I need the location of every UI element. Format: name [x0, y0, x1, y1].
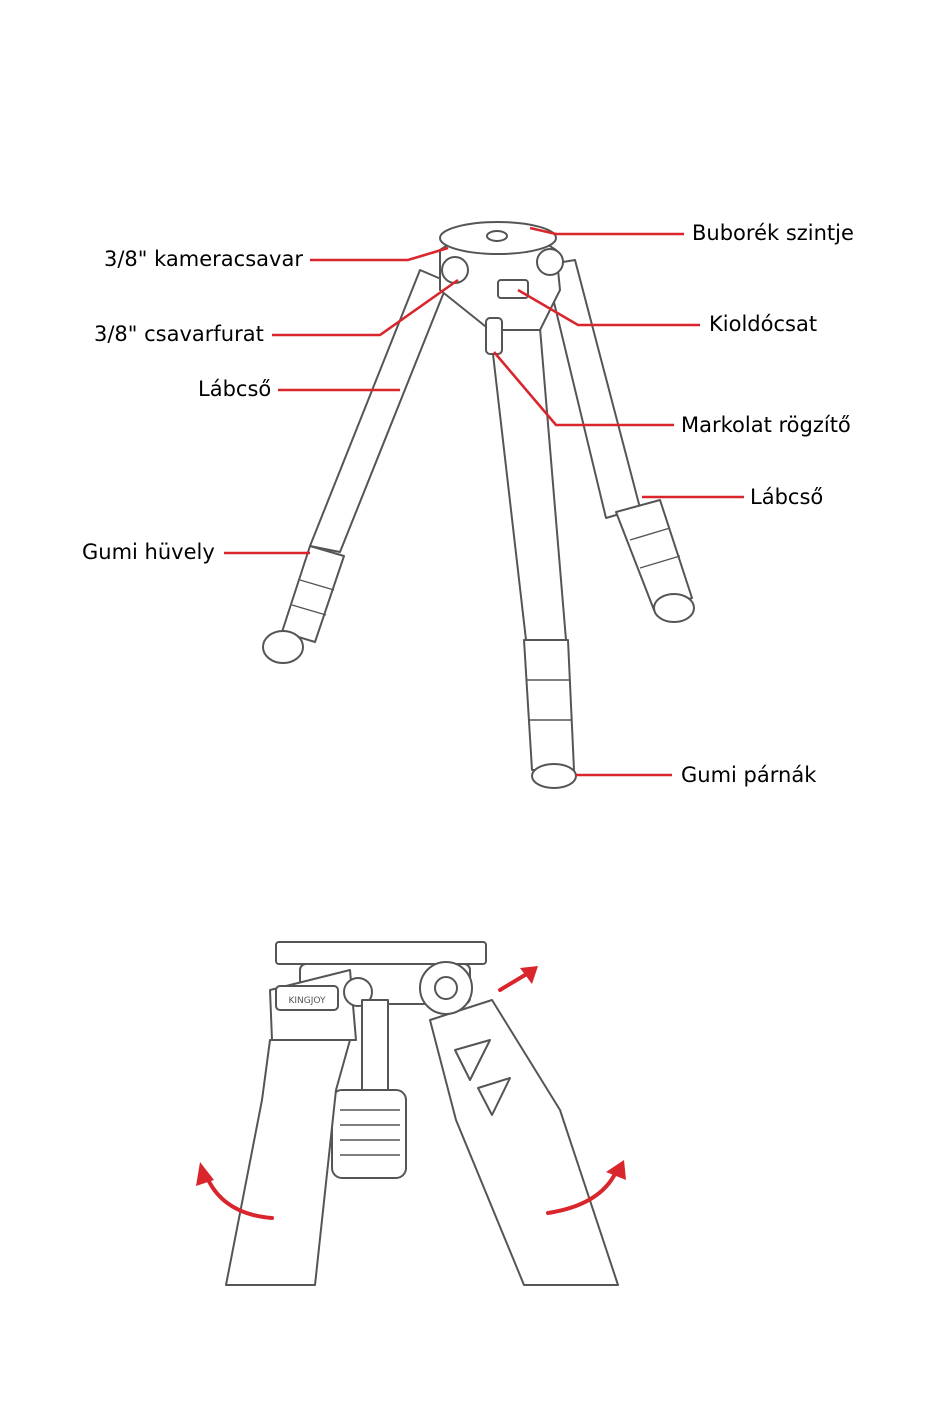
leader-bubble-level [530, 228, 684, 234]
closeup-center-knob [332, 1090, 406, 1178]
right-hinge-knob [537, 249, 563, 275]
left-hinge-knob [442, 257, 468, 283]
closeup-brand-mark: KINGJOY [288, 996, 326, 1006]
middle-rubber-sleeve [524, 640, 574, 770]
bubble-level-disc [487, 231, 507, 241]
middle-leg-tube [490, 328, 566, 640]
middle-foot [532, 764, 576, 788]
label-rubber-pads: Gumi párnák [681, 765, 816, 786]
release-clip-part [498, 280, 528, 298]
closeup-right-leg [430, 1000, 618, 1285]
right-foot [654, 594, 694, 622]
label-screw-hole: 3/8" csavarfurat [94, 324, 264, 345]
label-release-clip: Kioldócsat [709, 314, 817, 335]
closeup-center-column [362, 1000, 388, 1100]
left-rubber-sleeve [282, 546, 344, 642]
right-leg-tube [545, 260, 640, 518]
left-foot [263, 631, 303, 663]
tripod-closeup-illustration: KINGJOY [0, 820, 950, 1408]
label-grip-lock: Markolat rögzítő [681, 415, 851, 436]
tripod-illustration [0, 0, 950, 820]
arrow-right-swing-head [606, 1160, 626, 1180]
label-leg-tube-left: Lábcső [198, 379, 271, 400]
label-camera-screw: 3/8" kameracsavar [104, 249, 303, 270]
leader-camera-screw [310, 248, 448, 260]
left-leg-tube [310, 270, 448, 552]
closeup-right-hinge-bolt [435, 977, 457, 999]
grip-lock-part [486, 318, 502, 354]
label-leg-tube-right: Lábcső [750, 487, 823, 508]
label-rubber-sleeve: Gumi hüvely [82, 542, 215, 563]
label-bubble-level: Buborék szintje [692, 223, 854, 244]
closeup-top-plate [276, 942, 486, 964]
right-rubber-sleeve [616, 500, 692, 610]
